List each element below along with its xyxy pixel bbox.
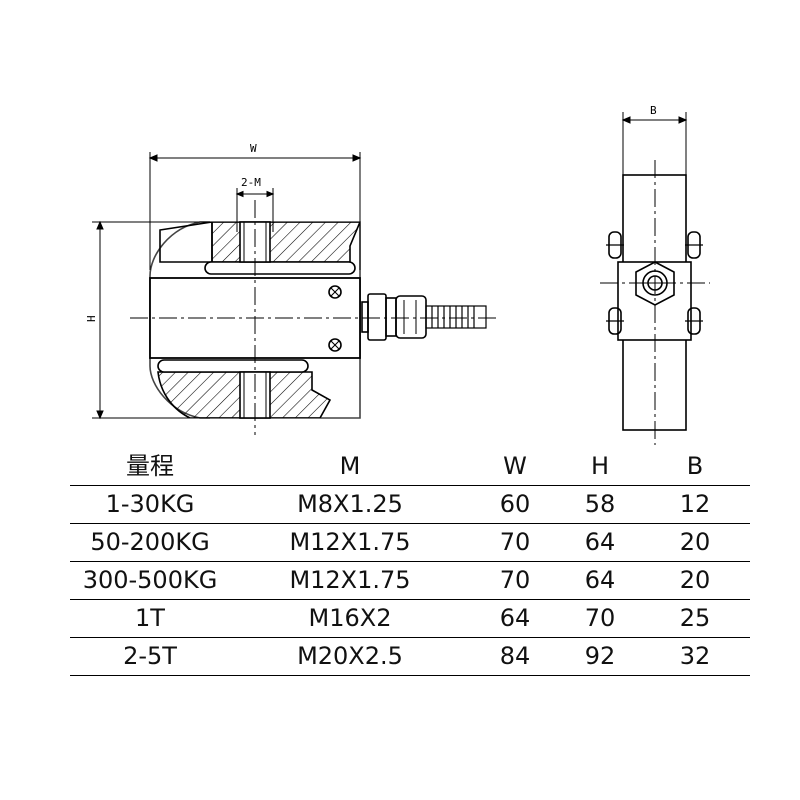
header-range: 量程	[126, 452, 174, 480]
dim-w	[148, 152, 362, 270]
cell-b: 12	[640, 485, 750, 524]
cell-m: M20X2.5	[230, 637, 470, 676]
lower-slot	[157, 359, 309, 373]
upper-hatch-left	[159, 222, 213, 263]
cell-w: 70	[470, 561, 560, 600]
cell-h: 64	[560, 561, 640, 600]
cell-b: 20	[640, 561, 750, 600]
cell-h: 92	[560, 637, 640, 676]
cell-b: 20	[640, 523, 750, 562]
cell-range: 1T	[70, 599, 230, 638]
front-view	[130, 200, 500, 435]
cell-h: 64	[560, 523, 640, 562]
dim-b-label: B	[650, 104, 657, 117]
dim-w-label: W	[250, 142, 257, 155]
cell-range: 1-30KG	[70, 485, 230, 524]
header-w: W	[503, 452, 527, 480]
cell-w: 60	[470, 485, 560, 524]
cell-b: 32	[640, 637, 750, 676]
cell-m: M16X2	[230, 599, 470, 638]
header-h: H	[590, 452, 610, 480]
spec-table: 量程 M W H B 1-30KG M8X1.25 60 58 12 50-20…	[70, 448, 750, 676]
cell-h: 70	[560, 599, 640, 638]
cell-range: 2-5T	[70, 637, 230, 676]
cell-w: 84	[470, 637, 560, 676]
cell-range: 50-200KG	[70, 523, 230, 562]
dim-h	[92, 220, 210, 420]
cell-w: 64	[470, 599, 560, 638]
dim-b	[621, 112, 688, 175]
cell-m: M8X1.25	[230, 485, 470, 524]
load-cell-drawing: W 2-M H	[85, 104, 710, 445]
dim-h-label: H	[85, 315, 98, 322]
cell-m: M12X1.75	[230, 523, 470, 562]
table-row: 1-30KG M8X1.25 60 58 12	[70, 485, 750, 524]
header-m: M	[339, 452, 361, 480]
table-row: 2-5T M20X2.5 84 92 32	[70, 637, 750, 676]
upper-slot	[204, 261, 356, 275]
cell-range: 300-500KG	[70, 561, 230, 600]
table-row: 1T M16X2 64 70 25	[70, 599, 750, 638]
screw-bottom	[328, 338, 342, 352]
cell-b: 25	[640, 599, 750, 638]
dim-m	[235, 188, 275, 232]
cable	[425, 305, 487, 329]
side-view	[600, 160, 710, 445]
table-row: 300-500KG M12X1.75 70 64 20	[70, 561, 750, 600]
cell-m: M12X1.75	[230, 561, 470, 600]
upper-hatch	[211, 222, 360, 263]
table-header-row: 量程 M W H B	[70, 448, 750, 486]
table-row: 50-200KG M12X1.75 70 64 20	[70, 523, 750, 562]
cable-gland	[361, 293, 427, 341]
cell-w: 70	[470, 523, 560, 562]
screw-top	[328, 285, 342, 299]
cell-h: 58	[560, 485, 640, 524]
header-b: B	[686, 452, 704, 480]
dim-m-label: 2-M	[241, 176, 261, 189]
